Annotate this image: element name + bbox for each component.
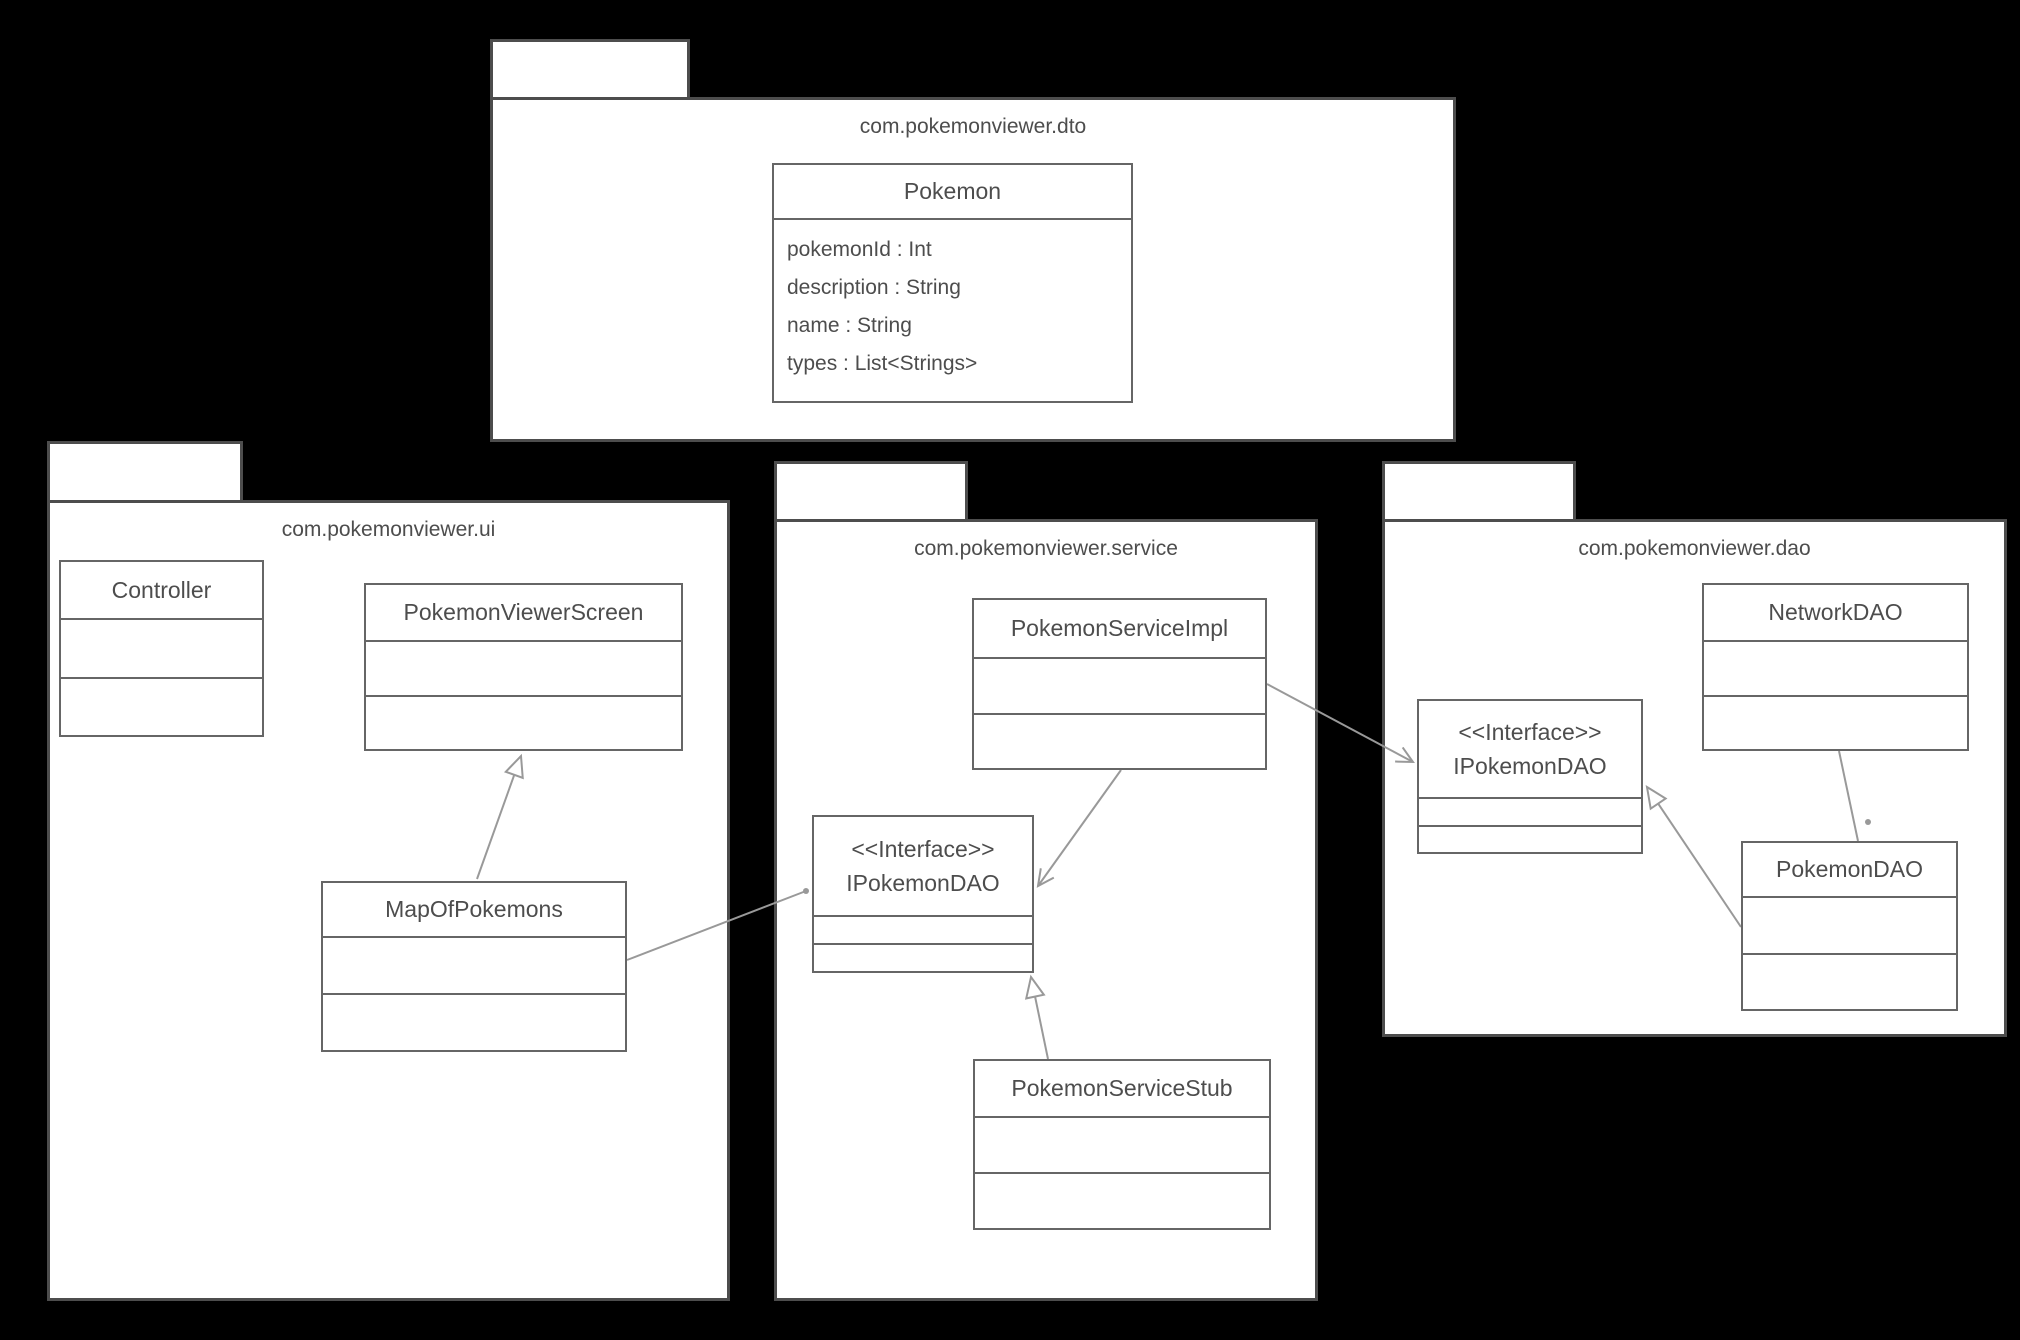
class-controller-name: Controller <box>61 562 262 620</box>
class-networkdao: NetworkDAO <box>1702 583 1969 751</box>
attributes-compartment <box>974 659 1265 713</box>
dependency-pokemonserviceimpl-to-ipokemondao-dao <box>1266 683 1415 764</box>
attributes-compartment <box>61 620 262 677</box>
class-networkdao-name: NetworkDAO <box>1704 585 1967 642</box>
realization-pokemondao-to-ipokemondao-dao <box>1645 784 1742 928</box>
methods-compartment <box>1743 952 1956 1010</box>
generalization-mapofpokemons-to-pokemonviewerscreen <box>476 753 524 880</box>
class-pokemonviewerscreen: PokemonViewerScreen <box>364 583 683 751</box>
interface-stereotype: <<Interface>> <box>851 835 995 862</box>
class-pokemon-attributes: pokemonId : Int description : String nam… <box>774 220 1131 401</box>
interface-ipokemondao-dao-name: IPokemonDAO <box>1453 752 1607 779</box>
interface-ipokemondao-dao: <<Interface>> IPokemonDAO <box>1417 699 1643 854</box>
methods-compartment <box>974 712 1265 769</box>
class-pokemonserviceimpl: PokemonServiceImpl <box>972 598 1267 770</box>
attributes-compartment <box>975 1118 1269 1172</box>
class-mapofpokemons-name: MapOfPokemons <box>323 883 625 938</box>
connection-dot-service-interface <box>803 888 809 894</box>
class-pokemonserviceimpl-name: PokemonServiceImpl <box>974 600 1265 659</box>
methods-compartment <box>1704 694 1967 750</box>
package-dao-tab <box>1382 461 1576 521</box>
attributes-compartment <box>1704 642 1967 695</box>
connection-dot-dao <box>1865 819 1871 825</box>
methods-compartment <box>975 1172 1269 1228</box>
class-pokemondao: PokemonDAO <box>1741 841 1958 1011</box>
attributes-compartment <box>323 938 625 993</box>
class-pokemondao-name: PokemonDAO <box>1743 843 1956 898</box>
package-service-tab <box>774 461 968 521</box>
attributes-compartment <box>366 642 681 695</box>
package-dto-label: com.pokemonviewer.dto <box>859 115 1087 138</box>
association-networkdao-to-pokemondao <box>1838 750 1859 842</box>
association-mapofpokemons-to-ipokemondao-service <box>626 890 807 961</box>
methods-compartment <box>814 943 1032 971</box>
package-dto-tab <box>490 39 690 99</box>
realization-pokemonservicestub-to-ipokemondao-service <box>1024 974 1049 1060</box>
attribute-pokemonid: pokemonId : Int <box>787 238 932 261</box>
interface-ipokemondao-service: <<Interface>> IPokemonDAO <box>812 815 1034 973</box>
attribute-name: name : String <box>787 314 912 337</box>
package-ui-label: com.pokemonviewer.ui <box>281 518 496 541</box>
class-mapofpokemons: MapOfPokemons <box>321 881 627 1052</box>
attribute-description: description : String <box>787 276 961 299</box>
class-pokemon-name: Pokemon <box>774 165 1131 220</box>
interface-ipokemondao-service-name: IPokemonDAO <box>846 869 1000 896</box>
interface-stereotype: <<Interface>> <box>1458 718 1602 745</box>
attributes-compartment <box>1743 898 1956 953</box>
package-dao-label: com.pokemonviewer.dao <box>1578 537 1811 560</box>
package-service-label: com.pokemonviewer.service <box>914 537 1178 560</box>
class-pokemonservicestub: PokemonServiceStub <box>973 1059 1271 1230</box>
class-pokemonservicestub-name: PokemonServiceStub <box>975 1061 1269 1118</box>
attributes-compartment <box>814 917 1032 943</box>
class-pokemon: Pokemon pokemonId : Int description : St… <box>772 163 1133 403</box>
methods-compartment <box>366 694 681 750</box>
attributes-compartment <box>1419 799 1641 825</box>
dependency-pokemonserviceimpl-to-ipokemondao-service <box>1036 769 1122 888</box>
class-pokemonviewerscreen-name: PokemonViewerScreen <box>366 585 681 642</box>
package-ui-tab <box>47 441 243 502</box>
methods-compartment <box>61 676 262 736</box>
attribute-types: types : List<Strings> <box>787 352 978 375</box>
methods-compartment <box>1419 824 1641 853</box>
methods-compartment <box>323 993 625 1050</box>
class-controller: Controller <box>59 560 264 737</box>
